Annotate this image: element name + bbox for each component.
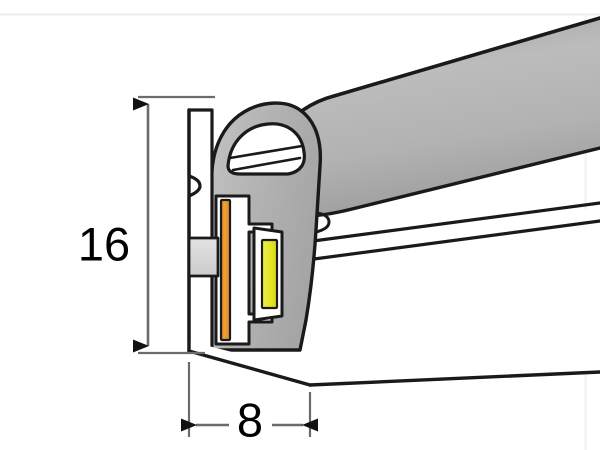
extrusion-bottom-edge (308, 370, 600, 387)
lens-hatch-line-2 (231, 156, 302, 172)
led-chip (260, 238, 279, 310)
side-groove-upper-edge (311, 201, 600, 243)
cross-section-face (187, 101, 331, 387)
extrusion-lower-face (310, 208, 600, 385)
right-wall-notch (314, 211, 331, 234)
section-bottom-face (189, 341, 310, 385)
left-wall-notch (187, 174, 202, 198)
extrusion-top-face (303, 18, 600, 216)
mounting-clip (187, 236, 220, 278)
extrusion-body (301, 16, 600, 387)
height-dimension-label: 16 (78, 217, 130, 270)
dimension-height-16: 16 (78, 95, 215, 355)
section-left-wall (187, 108, 214, 353)
extrusion-top-silhouette (301, 16, 600, 112)
side-groove-lower-edge (312, 219, 600, 261)
diffuser-lens (226, 122, 306, 176)
pcb-strip (219, 198, 232, 342)
dimension-width-8: 8 (181, 362, 318, 446)
section-bottom-edge (187, 349, 312, 387)
lens-hatch-line-1 (228, 144, 304, 160)
width-dimension-label: 8 (237, 393, 263, 446)
